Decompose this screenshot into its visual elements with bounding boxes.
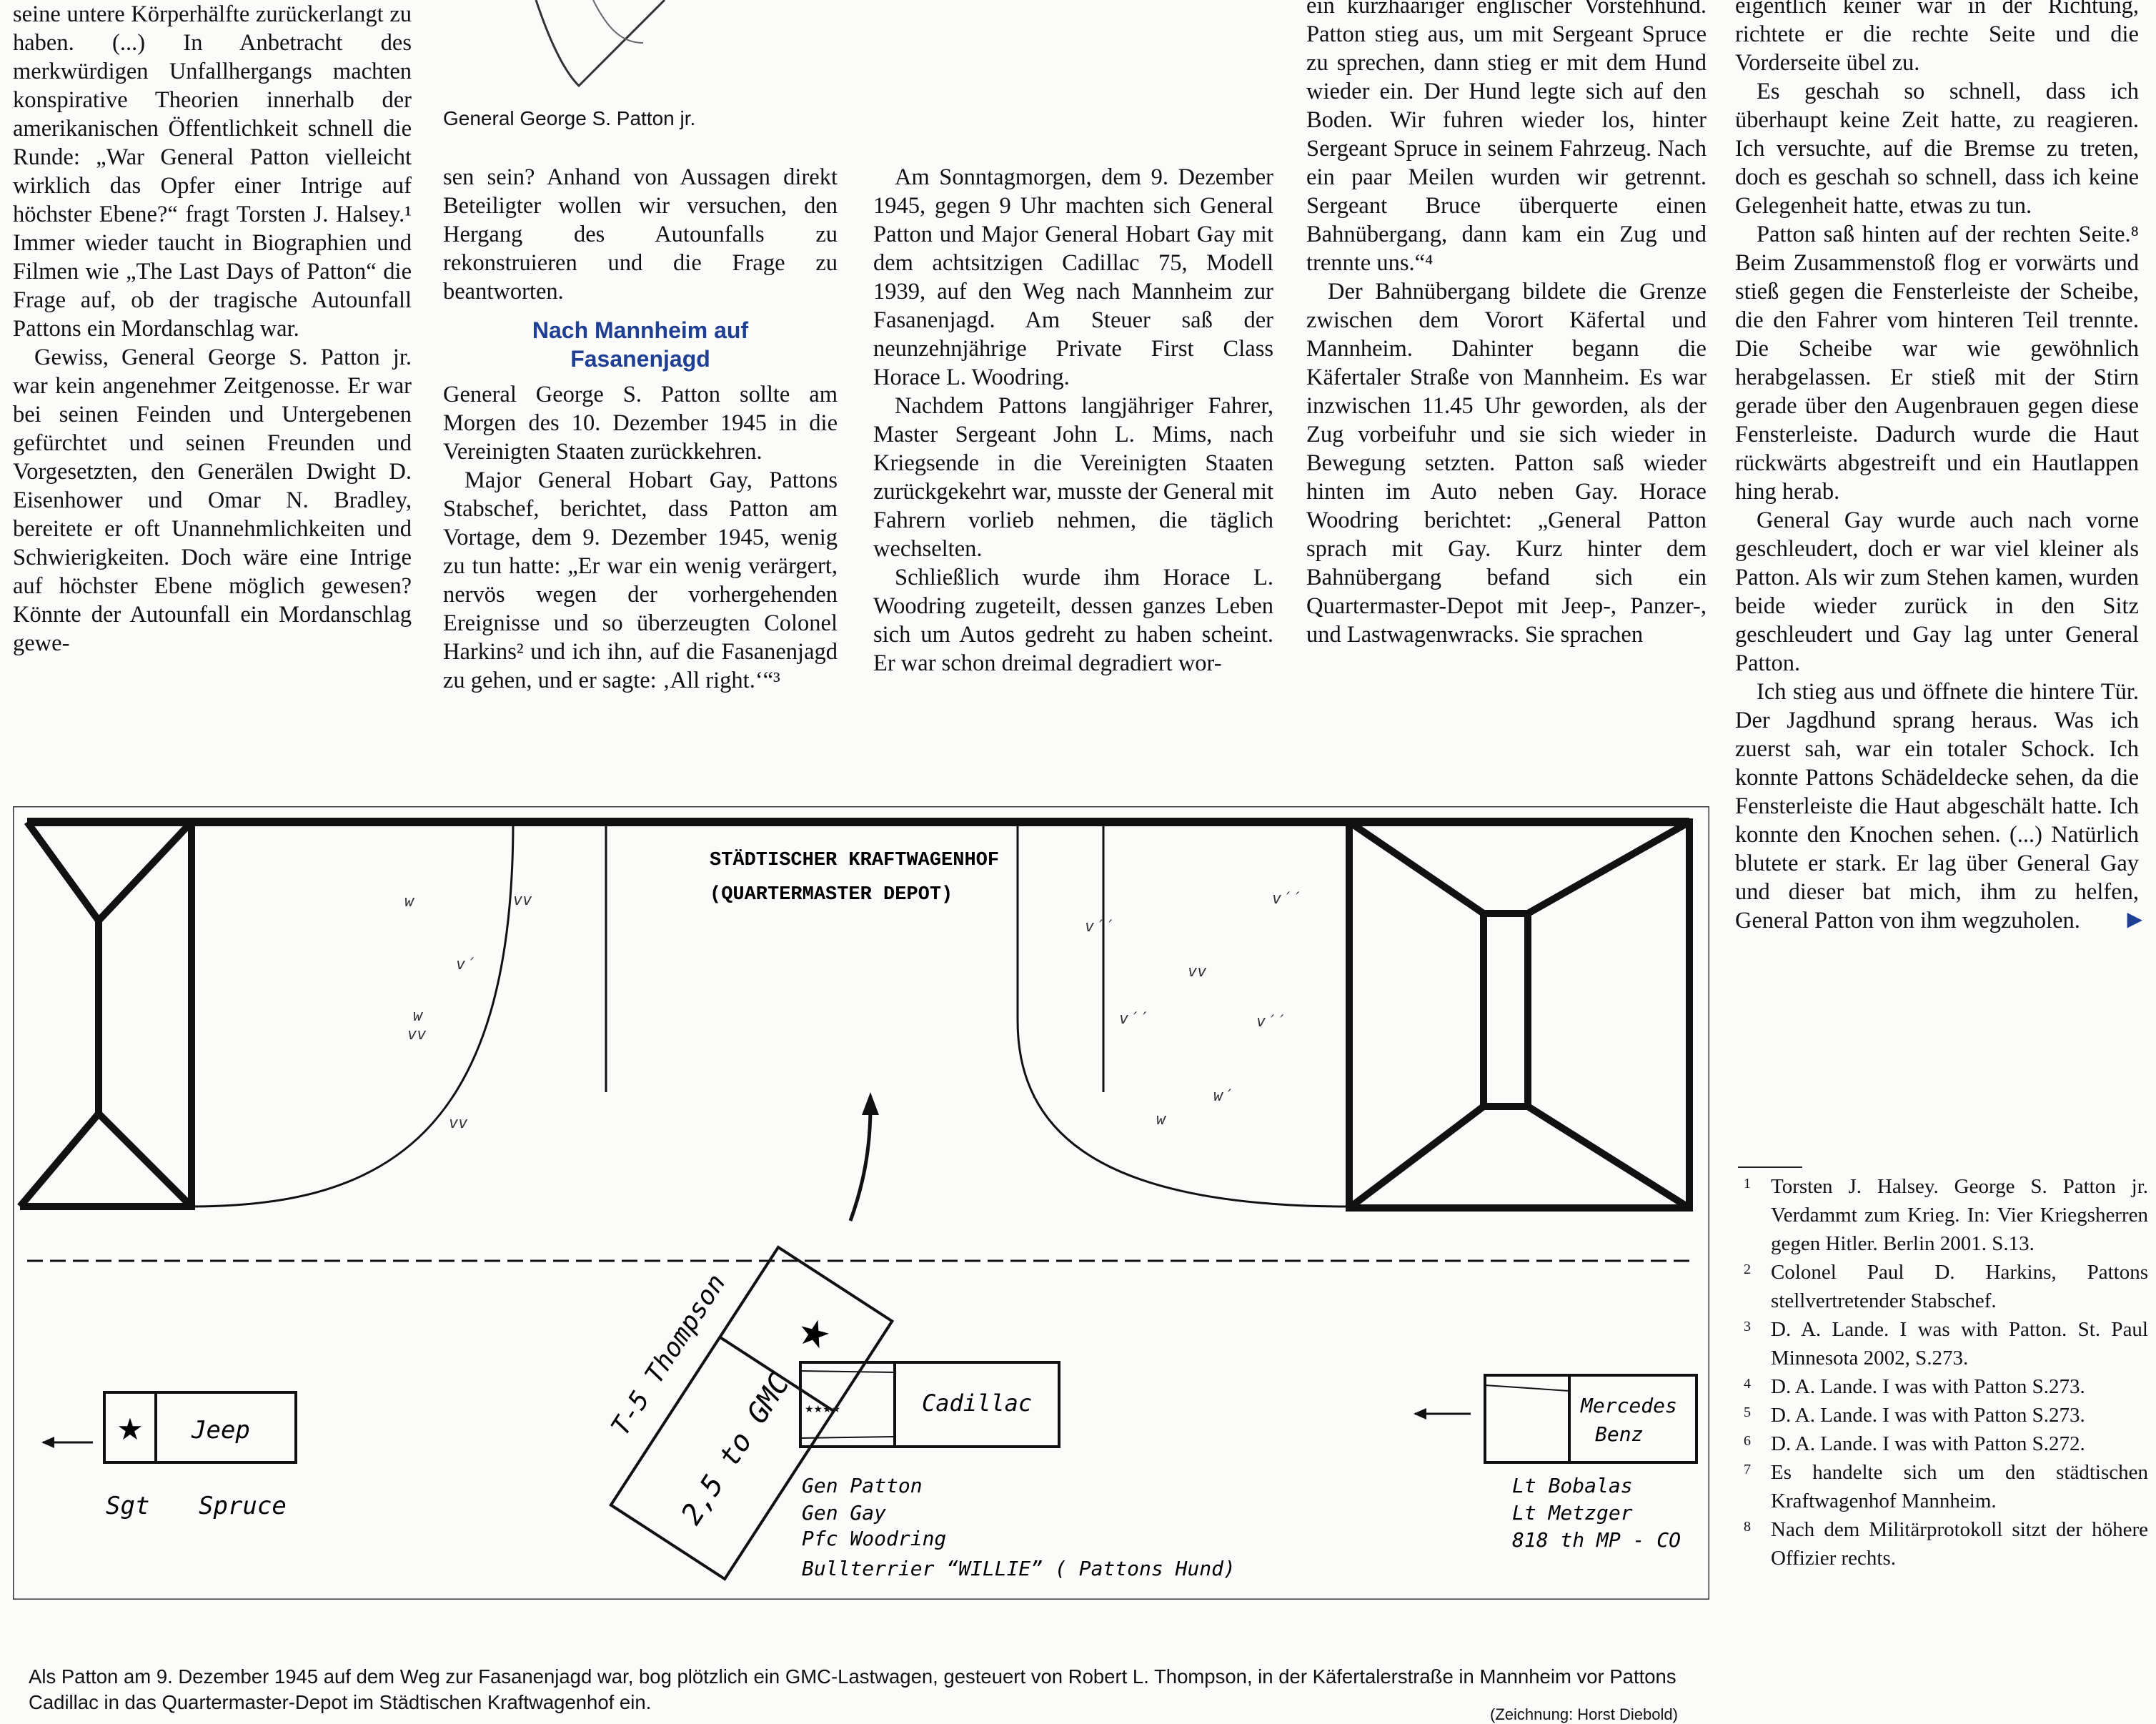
accident-diagram: STÄDTISCHER KRAFTWAGENHOF (QUARTERMASTER… — [13, 806, 1709, 1600]
cadillac-label: Cadillac — [922, 1389, 1032, 1417]
article-column-2: sen sein? Anhand von Aussagen direkt Bet… — [443, 163, 838, 695]
section-subheading: Nach Mannheim auf Fasanenjagd — [532, 317, 749, 372]
grass-mark: w — [1156, 1111, 1167, 1129]
paragraph: ein kurzhaariger englischer Vorstehhund.… — [1306, 0, 1707, 276]
paragraph: Es geschah so schnell, dass ich überhaup… — [1735, 79, 2139, 219]
depot-sublabel: (QUARTERMASTER DEPOT) — [710, 884, 953, 906]
grass-mark: v′′ — [1085, 918, 1113, 936]
grass-mark: vv — [1188, 963, 1207, 981]
mercedes-occupant: 818 th MP - CO — [1512, 1528, 1681, 1552]
jeep-car: ★ Jeep Sgt Spruce — [41, 1391, 297, 1520]
mercedes-car: Mercedes Benz — [1414, 1374, 1698, 1464]
paragraph: Patton saß hinten auf der rechten Seite.… — [1735, 222, 2139, 505]
grass-mark: v′′ — [1272, 890, 1301, 908]
paragraph: Der Bahnübergang bildete die Grenze zwis… — [1306, 279, 1707, 648]
mercedes-occupant: Lt Bobalas — [1512, 1474, 1633, 1497]
grass-mark: vv — [513, 891, 532, 909]
jeep-crew-name: Spruce — [199, 1492, 287, 1520]
article-column-3: Am Sonntagmorgen, dem 9. Dezember 1945, … — [873, 163, 1273, 678]
diagram-credit: (Zeichnung: Horst Diebold) — [1490, 1705, 1678, 1723]
paragraph: Ich stieg aus und öffnete die hintere Tü… — [1735, 679, 2139, 933]
article-column-1: seine untere Körperhälfte zurückerlangt … — [13, 0, 412, 658]
paragraph: eigentlich keiner war in der Richtung, r… — [1735, 0, 2139, 76]
grass-mark: w — [413, 1007, 424, 1025]
jeep-label: Jeep — [191, 1416, 250, 1445]
paragraph: Major General Hobart Gay, Pattons Stabsc… — [443, 467, 838, 693]
grass-mark: vv — [407, 1026, 427, 1044]
cadillac-occupant: Pfc Woodring — [802, 1527, 946, 1550]
patton-photo-fragment — [535, 0, 666, 88]
cadillac-occupant: Gen Patton — [802, 1474, 923, 1497]
paragraph: sen sein? Anhand von Aussagen direkt Bet… — [443, 164, 838, 304]
grass-mark: v′′ — [1256, 1013, 1285, 1031]
grass-mark: v′′ — [1119, 1010, 1148, 1028]
paragraph: seine untere Körperhälfte zurückerlangt … — [13, 1, 412, 342]
cadillac-occupant: Gen Gay — [802, 1501, 886, 1525]
paragraph: Am Sonntagmorgen, dem 9. Dezember 1945, … — [873, 164, 1273, 390]
truck-turn-arrow — [848, 1092, 879, 1222]
continue-arrow-icon: ▶ — [2127, 907, 2142, 931]
paragraph: Gewiss, General George S. Patton jr. war… — [13, 345, 412, 656]
paragraph: General George S. Patton sollte am Morge… — [443, 382, 838, 465]
mercedes-label: Mercedes — [1580, 1394, 1677, 1417]
grass-mark: w — [404, 893, 415, 911]
cadillac-occupant: Bullterrier “WILLIE” ( Pattons Hund) — [802, 1557, 1236, 1580]
right-building — [1346, 818, 1693, 1212]
diagram-caption: Als Patton am 9. Dezember 1945 auf dem W… — [29, 1665, 1676, 1713]
star-icon: ★ — [116, 1412, 144, 1447]
depot-label: STÄDTISCHER KRAFTWAGENHOF — [710, 848, 999, 871]
paragraph: General Gay wurde auch nach vorne geschl… — [1735, 507, 2139, 676]
grass-mark: vv — [449, 1114, 468, 1132]
grass-mark: v′ — [456, 956, 475, 974]
mercedes-label-2: Benz — [1595, 1422, 1643, 1446]
article-column-5: eigentlich keiner war in der Richtung, r… — [1735, 0, 2142, 935]
grass-mark: w′ — [1213, 1087, 1233, 1105]
crash-stars: ★★★★ — [805, 1404, 840, 1415]
photo-caption: General George S. Patton jr. — [443, 107, 696, 129]
paragraph: Schließlich wurde ihm Horace L. Woodring… — [873, 565, 1273, 676]
cadillac-car: ★★★★ Cadillac — [799, 1361, 1060, 1448]
jeep-crew-sgt: Sgt — [106, 1492, 149, 1520]
article-column-4: ein kurzhaariger englischer Vorstehhund.… — [1306, 0, 1707, 649]
paragraph: Nachdem Pattons langjähriger Fahrer, Mas… — [873, 393, 1274, 562]
footnote-divider — [1738, 1166, 1802, 1168]
mercedes-occupant: Lt Metzger — [1512, 1501, 1633, 1525]
left-building — [17, 818, 195, 1210]
